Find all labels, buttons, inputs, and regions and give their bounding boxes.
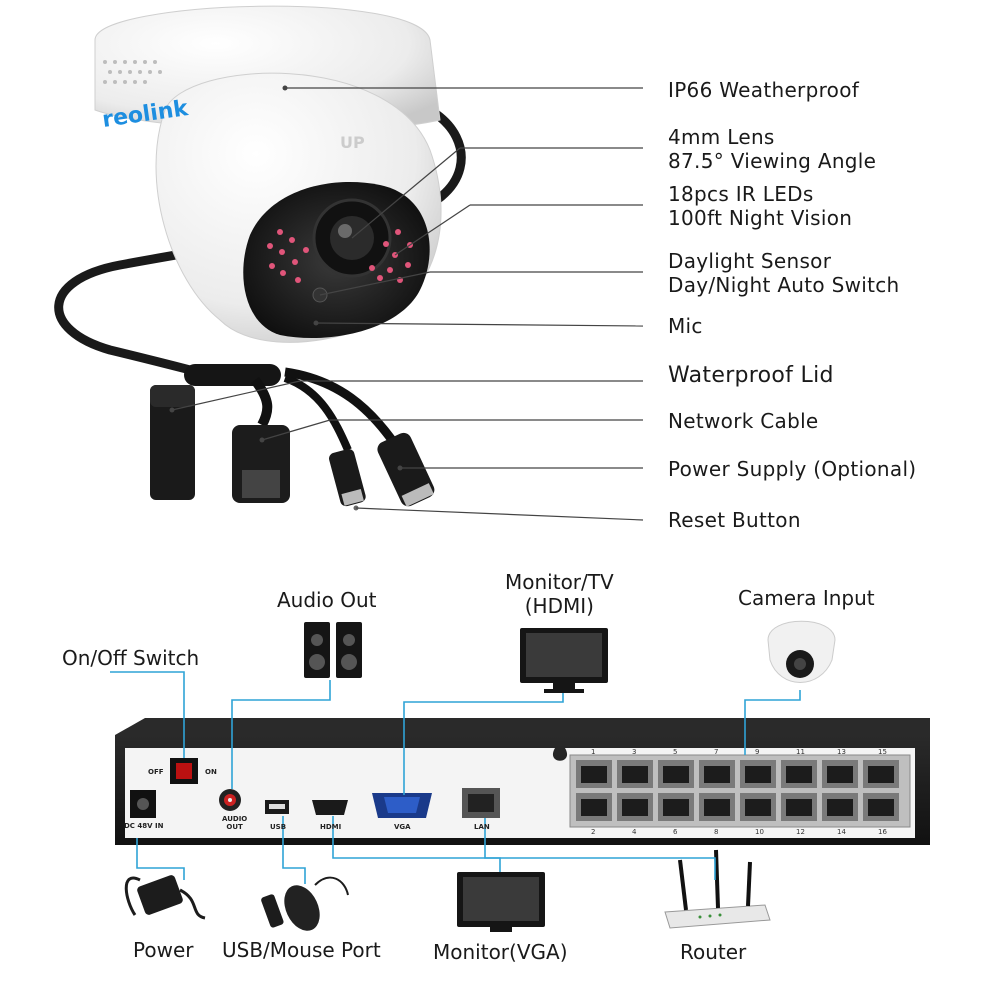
label-usb-mouse: USB/Mouse Port [222,938,381,962]
port-number-top: 1 [591,748,596,756]
poe-port-socket [581,766,607,783]
poe-port-socket [868,799,894,816]
label-audio-out: Audio Out [277,588,377,612]
poe-port-socket [786,799,812,816]
port-number-bottom: 10 [755,828,764,836]
feature-label-lens-line: 87.5° Viewing Angle [668,149,877,173]
panel-hdmi: HDMI [320,823,342,831]
port-number-bottom: 12 [796,828,805,836]
port-number-top: 5 [673,748,678,756]
speakers-icon [304,622,362,678]
feature-label-mic-line: Mic [668,314,703,338]
feature-label-network-line: Network Cable [668,409,819,433]
feature-label-weatherproof: IP66 Weatherproof [668,78,859,102]
panel-vga: VGA [394,823,411,831]
feature-label-power-line: Power Supply (Optional) [668,457,917,481]
label-on-off-switch: On/Off Switch [62,646,200,670]
feature-label-lid-line: Waterproof Lid [668,363,834,388]
feature-label-reset: Reset Button [668,508,801,532]
feature-label-ir-line: 100ft Night Vision [668,206,853,230]
nvr-recorder [115,718,930,845]
poe-port-socket [827,799,853,816]
label-power: Power [133,938,194,962]
feature-label-daylight-line: Day/Night Auto Switch [668,273,900,297]
panel-audio-line2: OUT [226,823,243,831]
poe-port-socket [704,799,730,816]
poe-port-socket [704,766,730,783]
port-number-top: 13 [837,748,846,756]
port-number-bottom: 6 [673,828,678,836]
leader-lines [171,87,644,521]
monitor-vga-icon [457,872,545,932]
feature-label-reset-line: Reset Button [668,508,801,532]
poe-port-socket [663,766,689,783]
feature-label-power: Power Supply (Optional) [668,457,916,481]
label-monitor-tv: Monitor/TV (HDMI) [505,570,614,618]
label-router: Router [680,940,747,964]
poe-port-socket [868,766,894,783]
feature-label-ir-line: 18pcs IR LEDs [668,182,814,206]
camera-input-icon [767,620,836,683]
port-number-bottom: 16 [878,828,887,836]
connector-lines [110,671,801,884]
port-number-bottom: 14 [837,828,846,836]
usb-mouse-icon [261,876,349,931]
dome-camera: UP [54,5,466,511]
poe-port-socket [622,799,648,816]
poe-port-socket [581,799,607,816]
panel-lan: LAN [474,823,490,831]
camera-embossing: UP [340,133,365,152]
feature-label-lid: Waterproof Lid [668,364,834,388]
panel-audio-line1: AUDIO [222,815,248,823]
port-number-top: 9 [755,748,760,756]
router-icon [664,849,771,929]
power-adapter-icon [124,875,206,920]
feature-label-network: Network Cable [668,409,819,433]
feature-label-mic: Mic [668,314,703,338]
poe-port-socket [663,799,689,816]
port-number-bottom: 8 [714,828,719,836]
monitor-hdmi-icon [520,628,608,693]
label-monitor-tv-line1: Monitor/TV [505,570,614,594]
feature-label-weatherproof-line: IP66 Weatherproof [668,78,860,102]
panel-dc: DC 48V IN [124,822,164,830]
label-monitor-vga: Monitor(VGA) [433,940,568,964]
poe-port-socket [786,766,812,783]
port-number-top: 7 [714,748,719,756]
port-number-top: 11 [796,748,805,756]
port-number-top: 15 [878,748,887,756]
panel-usb: USB [270,823,287,831]
poe-port-socket [827,766,853,783]
feature-label-daylight-line: Daylight Sensor [668,249,832,273]
poe-port-socket [745,766,771,783]
feature-label-lens-line: 4mm Lens [668,125,775,149]
panel-audio: AUDIO OUT [222,815,247,831]
port-number-top: 3 [632,748,637,756]
panel-off: OFF [148,768,164,776]
label-monitor-tv-line2: (HDMI) [524,594,594,618]
panel-on: ON [205,768,217,776]
port-number-bottom: 2 [591,828,596,836]
port-number-bottom: 4 [632,828,637,836]
label-camera-input: Camera Input [738,586,875,610]
poe-port-socket [622,766,648,783]
poe-port-socket [745,799,771,816]
